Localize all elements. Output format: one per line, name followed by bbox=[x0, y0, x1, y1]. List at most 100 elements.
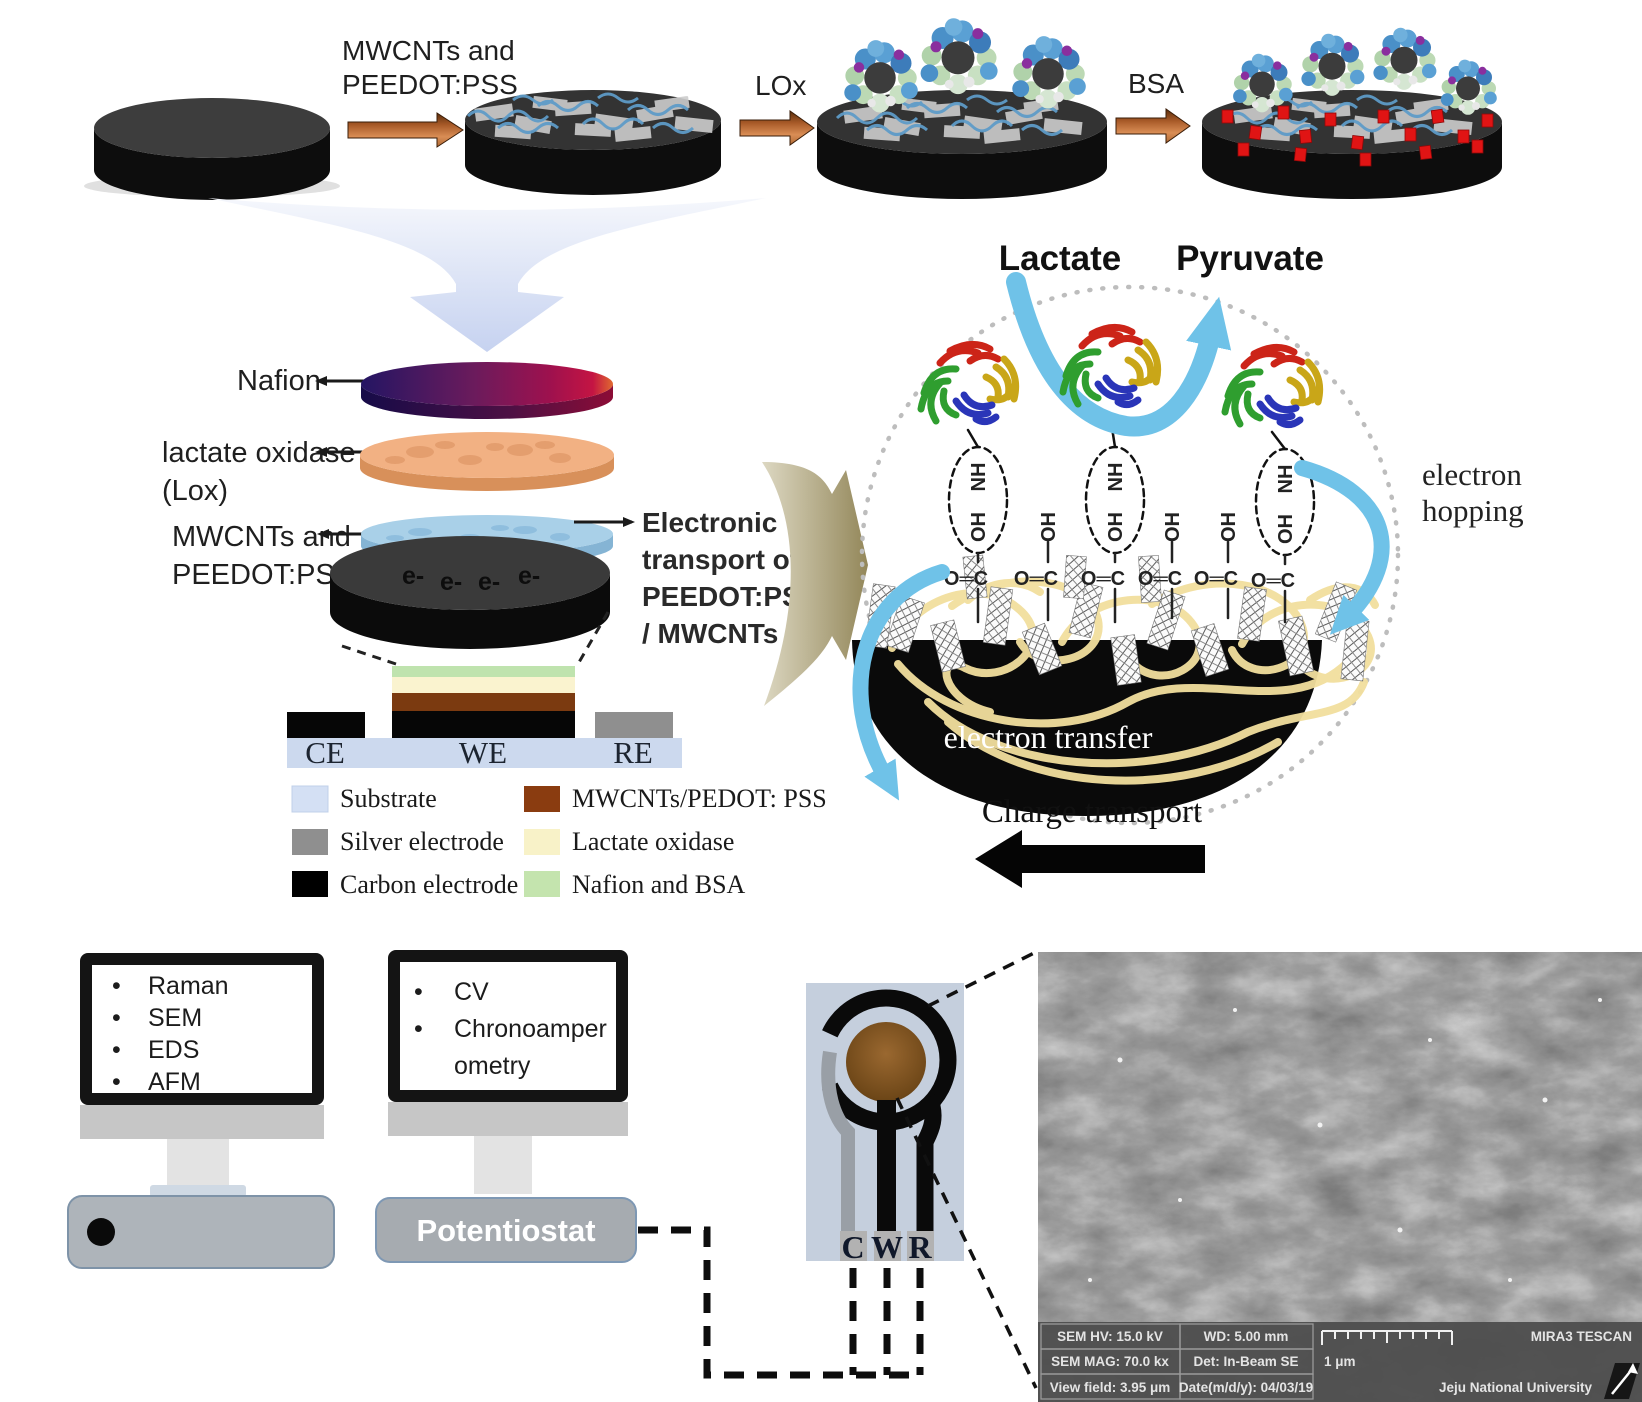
pad-c-label: C bbox=[841, 1229, 864, 1265]
oh-group-label: OH bbox=[1275, 514, 1297, 544]
electron-hopping-label-line1: electron bbox=[1422, 457, 1522, 492]
carbonyl-label: O═C bbox=[1081, 568, 1125, 590]
characterization-computer: • Raman • SEM • EDS • AFM bbox=[67, 953, 335, 1269]
transport-line2: transport of bbox=[642, 544, 800, 575]
transport-line4: / MWCNTs bbox=[642, 618, 778, 649]
nafion-disk bbox=[361, 362, 613, 419]
sem-detector: Det: In-Beam SE bbox=[1193, 1354, 1298, 1369]
nafion-label: Nafion bbox=[237, 365, 321, 397]
enzyme-blob bbox=[920, 18, 998, 95]
carbonyl-label: O═C bbox=[944, 568, 988, 590]
electron-symbol: e- bbox=[478, 568, 500, 596]
step2-arrow bbox=[739, 110, 815, 146]
pad-w-label: W bbox=[871, 1229, 903, 1265]
oh-group-label: OH bbox=[1218, 512, 1240, 542]
substrate-bar bbox=[287, 738, 682, 768]
nh-group-label: NH bbox=[1105, 463, 1127, 492]
bullet-icon: • bbox=[414, 978, 423, 1006]
sem-metadata-bar: SEM HV: 15.0 kV WD: 5.00 mm MIRA3 TESCAN… bbox=[1038, 1322, 1642, 1402]
funnel-down-arrow bbox=[208, 198, 766, 352]
carbon-disk bbox=[330, 536, 610, 649]
sem-image: SEM HV: 15.0 kV WD: 5.00 mm MIRA3 TESCAN… bbox=[1038, 952, 1642, 1402]
lox-coated-disk bbox=[817, 18, 1107, 199]
oh-group-label: OH bbox=[1038, 512, 1060, 542]
carbonyl-label: O═C bbox=[1251, 570, 1295, 592]
contact-pad-c bbox=[840, 1231, 867, 1261]
sem-wd: WD: 5.00 mm bbox=[1204, 1329, 1289, 1344]
bullet-icon: • bbox=[112, 1004, 121, 1032]
bsa-blocked-disk bbox=[1202, 27, 1502, 199]
oh-group-label: OH bbox=[1162, 512, 1184, 542]
lox-enzyme-ribbon bbox=[1225, 347, 1320, 424]
mwcnt-label-line1: MWCNTs and bbox=[172, 521, 351, 553]
carboxyl-group: OH O═C bbox=[1138, 512, 1184, 620]
sem-mag: SEM MAG: 70.0 kx bbox=[1051, 1354, 1169, 1369]
mwcnt-coated-disk bbox=[465, 90, 721, 195]
contact-pad-r bbox=[907, 1231, 934, 1261]
monitor2-item: CV bbox=[454, 978, 489, 1006]
working-trace bbox=[877, 1100, 896, 1234]
counter-electrode-ring bbox=[822, 989, 957, 1131]
legend: Substrate Silver electrode Carbon electr… bbox=[291, 784, 827, 899]
monitor2-item: ometry bbox=[454, 1052, 531, 1080]
lactate-pyruvate-arrow bbox=[1006, 272, 1232, 437]
counter-electrode-block bbox=[287, 712, 365, 738]
step1-label-line1: MWCNTs and bbox=[342, 35, 515, 66]
enzyme-blob bbox=[1373, 27, 1437, 90]
sem-org: Jeju National University bbox=[1439, 1380, 1593, 1395]
bullet-icon: • bbox=[414, 1015, 423, 1043]
carboxyl-group: OH O═C bbox=[1014, 512, 1060, 622]
bullet-icon: • bbox=[112, 1036, 121, 1064]
surface-chemistry: NH OH O═C OH O═C NH OH O═C bbox=[944, 413, 1316, 624]
charge-transport-arrow bbox=[975, 830, 1205, 888]
sem-scale-bar bbox=[1321, 1330, 1453, 1345]
step1-arrow bbox=[347, 112, 464, 148]
amide-linkage-group: NH OH O═C bbox=[1081, 413, 1146, 624]
monitor1-item: AFM bbox=[148, 1068, 201, 1096]
pad-r-label: R bbox=[908, 1229, 932, 1265]
enzyme-blob bbox=[1301, 33, 1365, 96]
sem-view-field: View field: 3.95 μm bbox=[1050, 1380, 1171, 1395]
legend-label: Nafion and BSA bbox=[572, 870, 746, 899]
potentiostat-label: Potentiostat bbox=[416, 1213, 595, 1248]
carbonyl-label: O═C bbox=[1194, 568, 1238, 590]
ce-label: CE bbox=[305, 735, 345, 770]
amide-linkage-group: NH OH O═C bbox=[944, 428, 1009, 624]
mechanism-panel: NH OH O═C OH O═C NH OH O═C bbox=[852, 239, 1524, 888]
transport-line1: Electronic bbox=[642, 507, 777, 538]
electrode-cross-section: CE WE RE bbox=[287, 666, 682, 770]
bullet-icon: • bbox=[112, 1068, 121, 1096]
amide-linkage-group: NH OH O═C bbox=[1251, 430, 1316, 624]
working-electrode-disk bbox=[846, 1022, 926, 1102]
sem-hv: SEM HV: 15.0 kV bbox=[1057, 1329, 1163, 1344]
monitor2-item: Chronoamper bbox=[454, 1015, 607, 1043]
mwcnt-label-line2: PEEDOT:PSS bbox=[172, 559, 354, 591]
we-label: WE bbox=[459, 735, 507, 770]
monitor1-item: SEM bbox=[148, 1004, 202, 1032]
oh-group-label: OH bbox=[968, 512, 990, 542]
step3-label: BSA bbox=[1128, 68, 1184, 99]
lactate-label: Lactate bbox=[999, 239, 1122, 278]
legend-swatch-nafion-bsa bbox=[524, 871, 560, 897]
bare-electrode-disk bbox=[94, 98, 330, 200]
legend-swatch-substrate bbox=[291, 785, 329, 813]
carbonyl-label: O═C bbox=[1138, 568, 1182, 590]
bsa-red-blocks bbox=[1221, 105, 1494, 167]
sem-date: Date(m/d/y): 04/03/19 bbox=[1179, 1380, 1313, 1395]
legend-label: Lactate oxidase bbox=[572, 827, 734, 856]
lox-label-line2: (Lox) bbox=[162, 475, 228, 507]
lox-disk bbox=[360, 432, 614, 491]
legend-label: MWCNTs/PEDOT: PSS bbox=[572, 784, 827, 813]
electrochemistry-computer: Potentiostat • CV • Chronoamper ometry bbox=[375, 950, 637, 1263]
potentiostat-box bbox=[375, 1197, 637, 1263]
dotted-boundary-circle bbox=[859, 284, 1401, 826]
sem-bright-particles bbox=[1088, 998, 1602, 1282]
legend-label: Silver electrode bbox=[340, 827, 504, 856]
legend-swatch-lox bbox=[524, 829, 560, 855]
step3-arrow bbox=[1115, 108, 1191, 144]
working-electrode-stack bbox=[392, 666, 575, 738]
monitor1-item: EDS bbox=[148, 1036, 199, 1064]
carboxyl-group: OH O═C bbox=[1194, 512, 1240, 620]
